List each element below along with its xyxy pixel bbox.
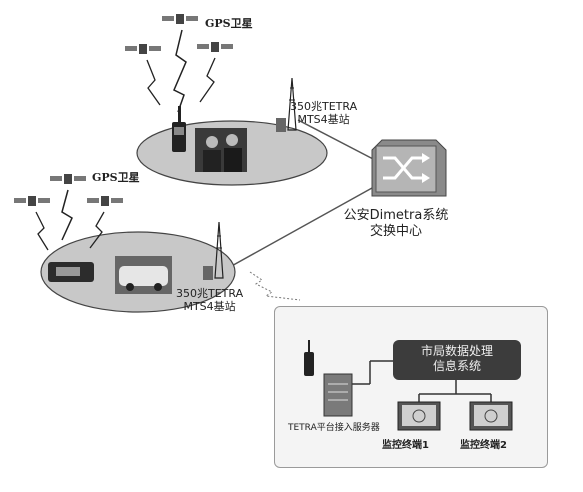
base-station-line2: MTS4基站: [183, 300, 236, 313]
handheld-radio-icon: [304, 340, 314, 376]
base-station-label-bottom: 350兆TETRA MTS4基站: [176, 287, 243, 313]
terminal-2-label: 监控终端2: [460, 440, 507, 451]
monitoring-center-graphics: [304, 340, 513, 431]
base-station-line1: 350兆TETRA: [176, 287, 244, 300]
monitor-icon: [397, 401, 441, 431]
data-processing-system-box: 市局数据处理 信息系统: [393, 340, 521, 380]
link-top-station-to-switch: [297, 119, 376, 161]
base-station-tower-icon: [203, 221, 224, 280]
monitoring-center-panel: [274, 306, 548, 468]
base-station-line2: MTS4基站: [297, 113, 350, 126]
processing-system-line1: 市局数据处理: [420, 344, 493, 358]
base-station-tower-icon: [276, 77, 297, 132]
vehicle-radio-icon: [48, 262, 94, 282]
signal-bolt-icon: [89, 211, 105, 249]
signal-bolt-icon: [146, 59, 161, 106]
signal-bolt-icon: [35, 211, 49, 251]
satellite-icon: [162, 14, 198, 24]
gps-satellite-label-top: GPS卫星: [205, 17, 253, 30]
police-car-photo: [115, 256, 172, 294]
server-label: TETRA平台接入服务器: [288, 423, 380, 433]
base-station-label-top: 350兆TETRA MTS4基站: [290, 100, 357, 126]
wireless-link-to-panel: [249, 271, 301, 301]
server-icon: [323, 373, 353, 417]
satellite-icon: [14, 196, 50, 206]
base-station-line1: 350兆TETRA: [290, 100, 358, 113]
satellite-icon: [87, 196, 123, 206]
satellite-icon: [50, 174, 86, 184]
switching-center-line2: 交换中心: [369, 224, 422, 239]
switch-icon: [371, 139, 447, 197]
gps-satellite-label-left: GPS卫星: [92, 171, 140, 184]
monitor-icon: [469, 401, 513, 431]
switching-center-line1: 公安Dimetra系统: [343, 208, 449, 223]
handheld-radio-icon: [172, 106, 186, 152]
switching-center-label: 公安Dimetra系统 交换中心: [316, 208, 476, 240]
terminal-1-label: 监控终端1: [382, 440, 429, 451]
signal-bolt-icon: [199, 57, 216, 103]
satellite-icon: [125, 44, 161, 54]
signal-bolt-icon: [61, 189, 73, 241]
satellite-icon: [197, 42, 233, 52]
processing-system-line2: 信息系统: [432, 359, 481, 373]
police-officers-photo: [195, 128, 247, 172]
signal-bolt-icon: [173, 29, 187, 113]
link-bottom-station-to-switch: [227, 187, 373, 269]
